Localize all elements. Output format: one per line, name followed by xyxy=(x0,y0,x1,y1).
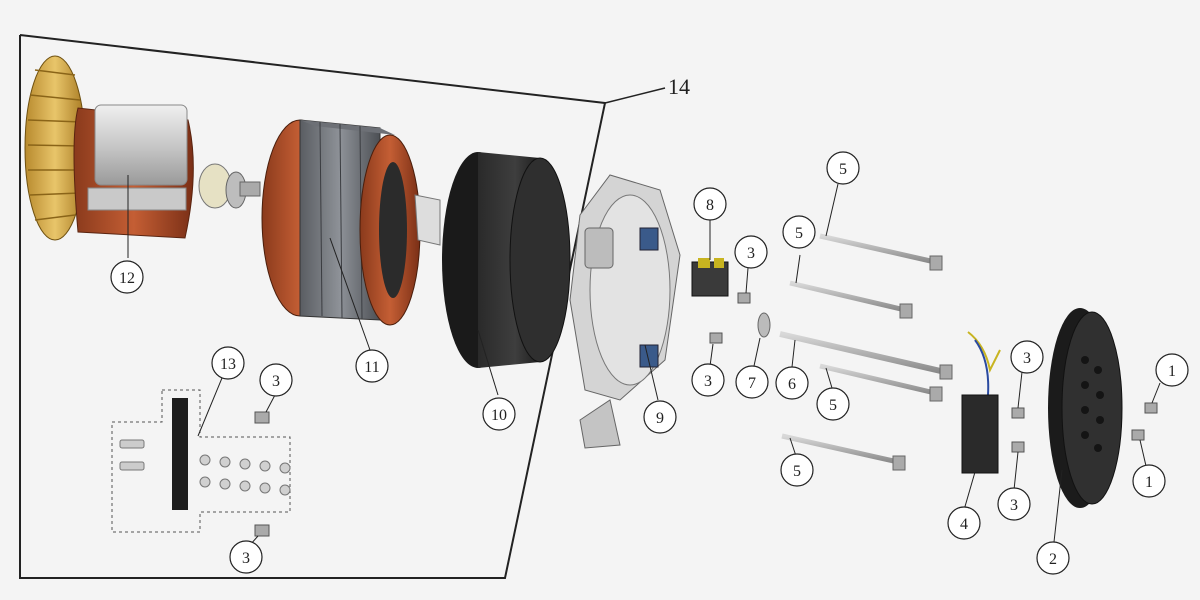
svg-text:7: 7 xyxy=(748,375,756,392)
svg-text:5: 5 xyxy=(839,161,847,178)
svg-text:6: 6 xyxy=(788,376,796,393)
svg-text:4: 4 xyxy=(960,516,968,533)
svg-text:3: 3 xyxy=(272,373,280,390)
callout-2: 2 xyxy=(1036,541,1070,575)
end-cover-part xyxy=(1048,308,1123,543)
callout-3-e: 3 xyxy=(259,363,293,397)
long-bolts-group xyxy=(779,183,953,471)
callout-9: 9 xyxy=(643,400,677,434)
svg-text:12: 12 xyxy=(119,270,135,287)
assembly-14-label: 14 xyxy=(668,74,690,99)
callout-5-b: 5 xyxy=(782,215,816,249)
svg-text:5: 5 xyxy=(795,225,803,242)
svg-text:3: 3 xyxy=(1010,497,1018,514)
callout-7: 7 xyxy=(735,365,769,399)
callout-4: 4 xyxy=(947,506,981,540)
callout-6: 6 xyxy=(775,366,809,400)
svg-text:13: 13 xyxy=(220,356,236,373)
callout-5-a: 5 xyxy=(826,151,860,185)
screw-3-b xyxy=(709,332,723,367)
callouts: 12 11 10 9 8 3 3 7 6 5 5 5 5 3 3 4 2 1 1… xyxy=(110,151,1189,575)
bolt-5-bottom xyxy=(781,433,906,471)
svg-text:3: 3 xyxy=(704,373,712,390)
callout-1-b: 1 xyxy=(1132,464,1166,498)
svg-text:10: 10 xyxy=(491,407,507,424)
svg-text:1: 1 xyxy=(1145,474,1153,491)
screw-1-b xyxy=(1131,429,1147,467)
callout-10: 10 xyxy=(482,397,516,431)
callout-3-d: 3 xyxy=(997,487,1031,521)
screw-3-d xyxy=(1011,441,1025,491)
svg-text:11: 11 xyxy=(364,359,379,376)
callout-3-a: 3 xyxy=(734,235,768,269)
small-screws-group xyxy=(709,267,1161,491)
callout-3-c: 3 xyxy=(1010,340,1044,374)
svg-text:2: 2 xyxy=(1049,551,1057,568)
stator-part xyxy=(261,119,441,351)
bolt-6 xyxy=(779,331,953,380)
svg-text:3: 3 xyxy=(242,550,250,567)
voltage-regulator-part xyxy=(961,331,1001,511)
brush-holder-part xyxy=(691,220,729,297)
screw-1-a xyxy=(1144,382,1161,414)
callout-13: 13 xyxy=(211,346,245,380)
callout-5-c: 5 xyxy=(816,387,850,421)
callout-12: 12 xyxy=(110,260,144,294)
svg-text:8: 8 xyxy=(706,197,714,214)
end-bracket-part xyxy=(569,174,681,449)
bolt-5-top xyxy=(819,183,943,271)
assembly-14-outline: 14 xyxy=(19,34,690,579)
svg-text:3: 3 xyxy=(747,245,755,262)
callout-3-f: 3 xyxy=(229,540,263,574)
svg-text:3: 3 xyxy=(1023,350,1031,367)
screw-3-a xyxy=(737,267,751,304)
screw-3-e xyxy=(254,394,276,424)
svg-text:5: 5 xyxy=(829,397,837,414)
bolt-5-second xyxy=(789,254,913,319)
callout-1-a: 1 xyxy=(1155,353,1189,387)
stator-housing-part xyxy=(442,152,571,396)
svg-text:9: 9 xyxy=(656,410,664,427)
svg-text:1: 1 xyxy=(1168,363,1176,380)
screw-3-c xyxy=(1011,371,1025,419)
rotor-with-fan-part xyxy=(24,55,261,258)
washer-part xyxy=(753,312,771,367)
callout-8: 8 xyxy=(693,187,727,221)
terminal-kit-part xyxy=(111,377,291,546)
callout-11: 11 xyxy=(355,349,389,383)
bolt-5-third xyxy=(819,363,943,402)
svg-text:5: 5 xyxy=(793,463,801,480)
callout-5-d: 5 xyxy=(780,453,814,487)
callout-3-b: 3 xyxy=(691,363,725,397)
